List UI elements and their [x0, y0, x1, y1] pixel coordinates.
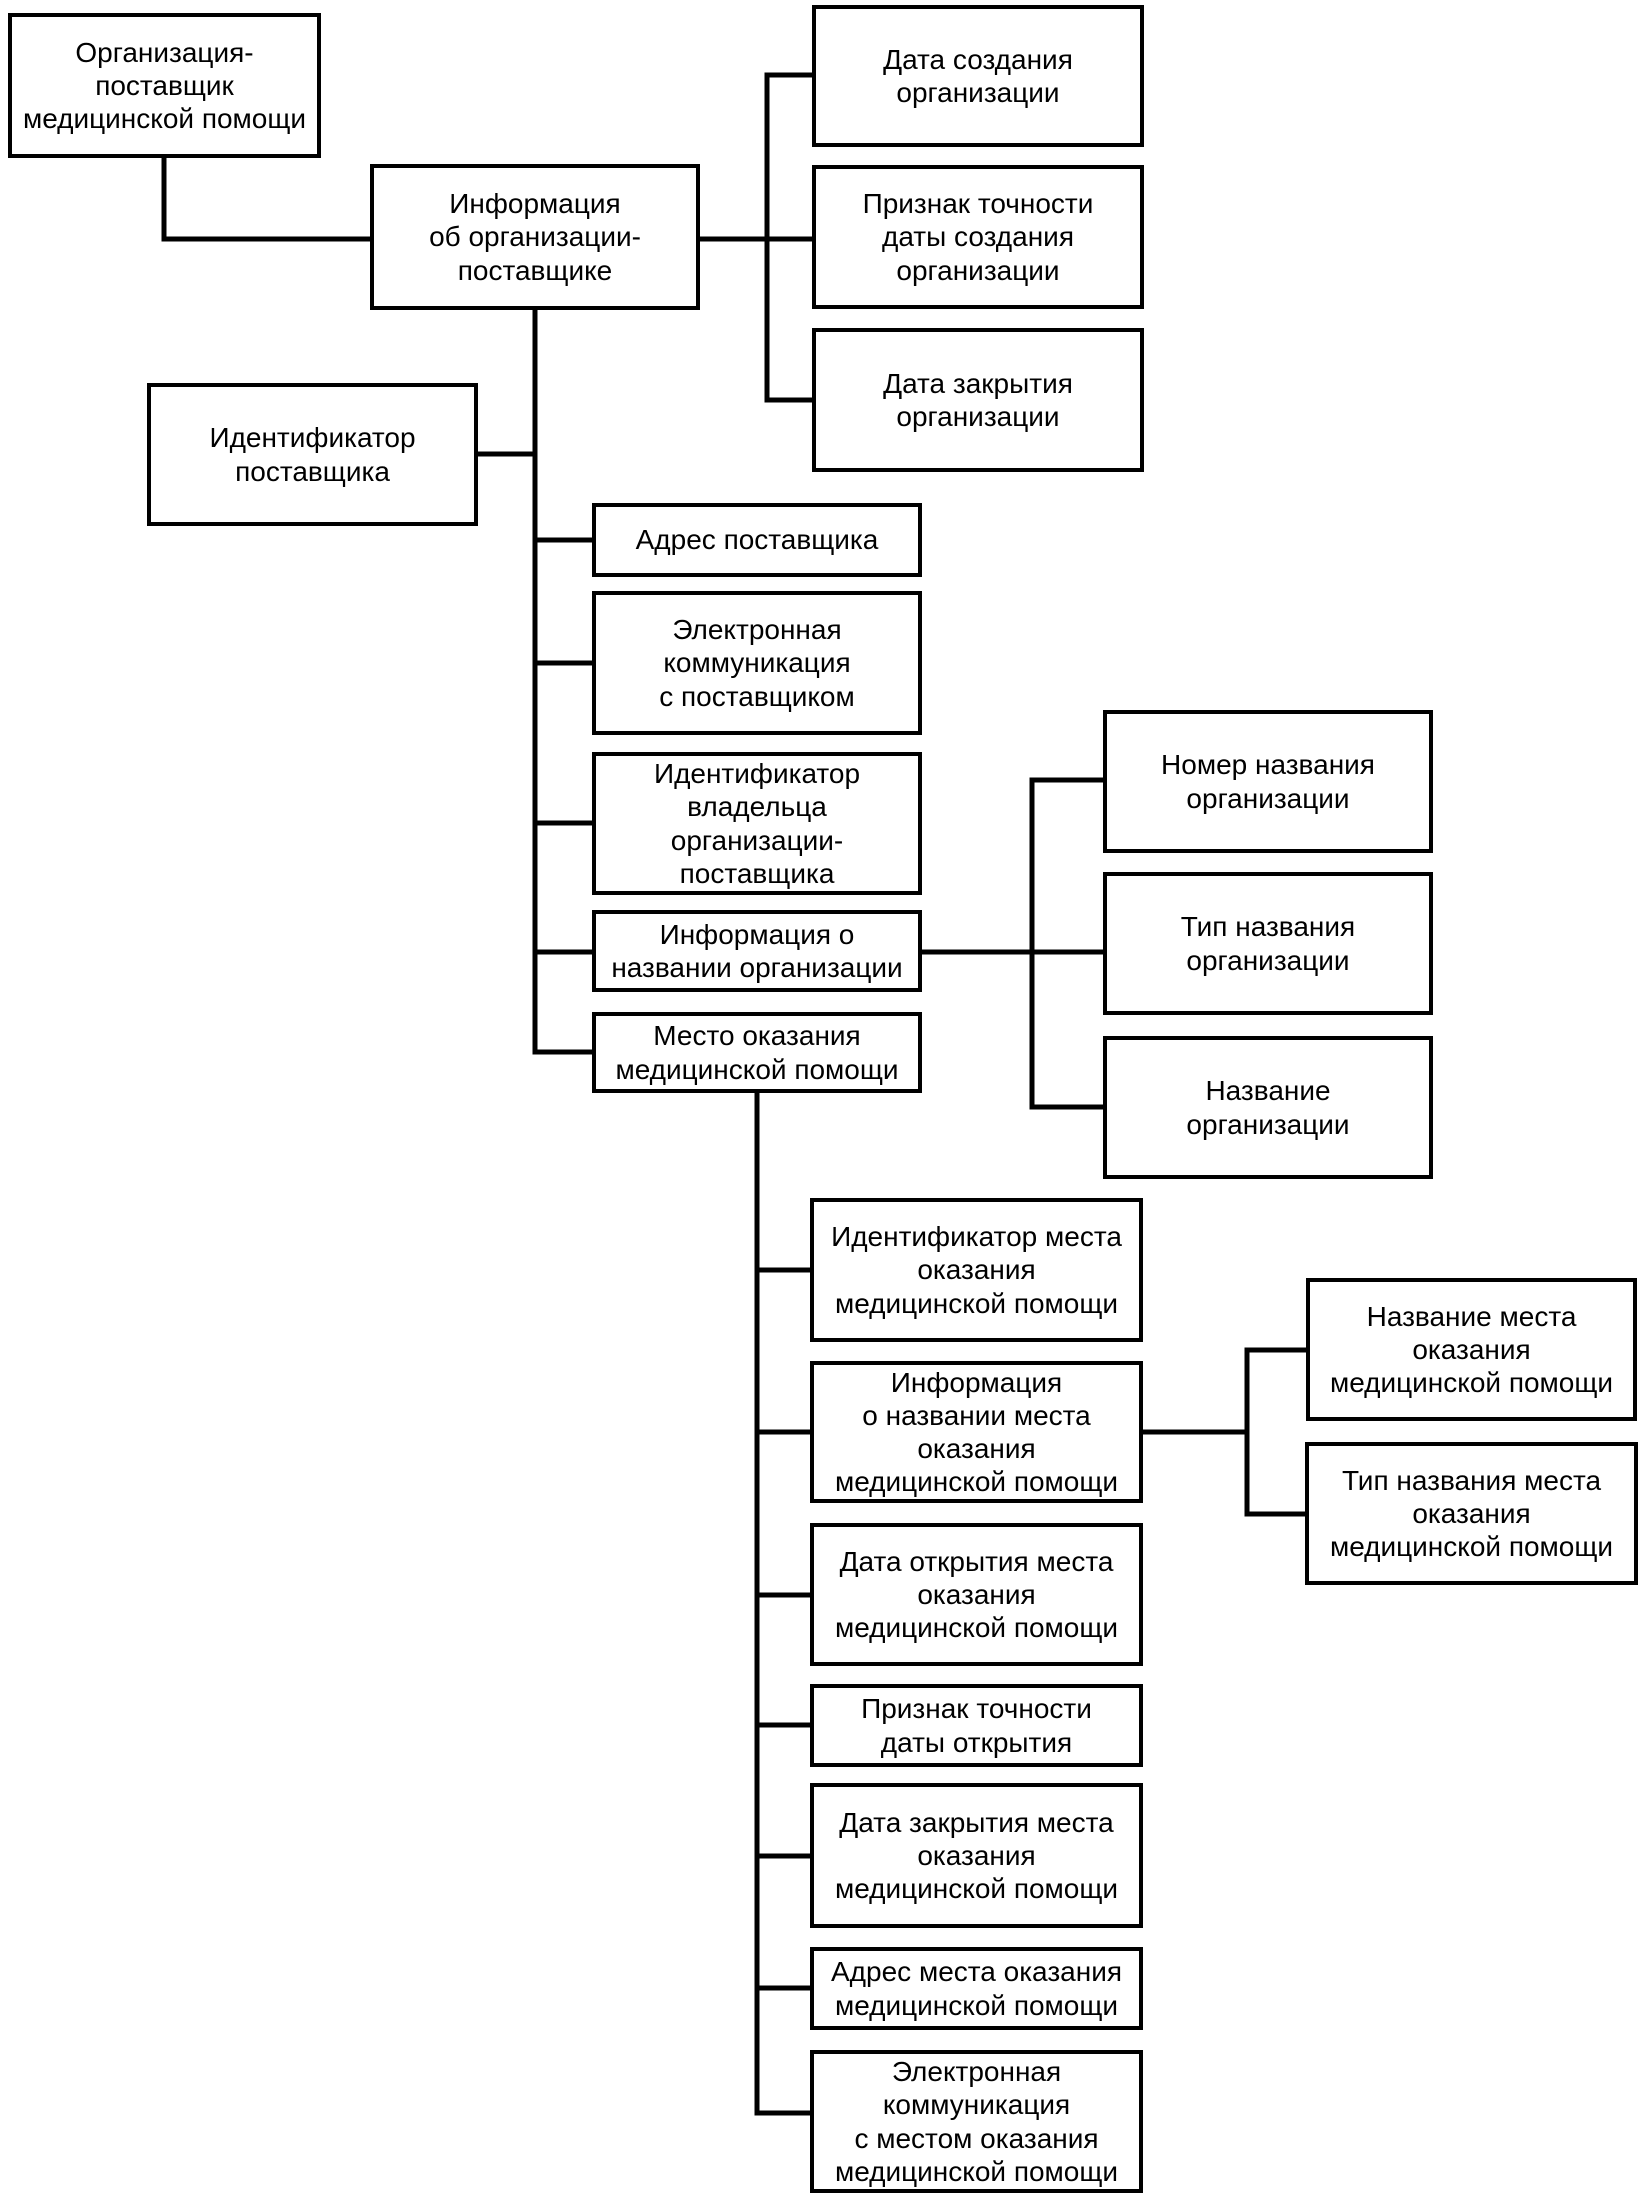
node-place-name-type: Тип названия места оказания медицинской … — [1305, 1442, 1638, 1585]
node-open-accuracy: Признак точности даты открытия — [810, 1684, 1143, 1767]
node-date-created: Дата создания организации — [812, 5, 1144, 147]
node-date-closed: Дата закрытия организации — [812, 328, 1144, 472]
node-name-type: Тип названия организации — [1103, 872, 1433, 1015]
node-org-supplier: Организация- поставщик медицинской помощ… — [8, 13, 321, 158]
node-org-name: Название организации — [1103, 1036, 1433, 1179]
node-owner-id: Идентификатор владельца организации- пос… — [592, 752, 922, 895]
edge-care-place-spine — [754, 1091, 812, 2116]
node-care-place: Место оказания медицинской помощи — [592, 1012, 922, 1093]
node-place-open-date: Дата открытия места оказания медицинской… — [810, 1523, 1143, 1666]
node-date-accuracy: Признак точности даты создания организац… — [812, 165, 1144, 309]
edge-supplier-to-info — [161, 156, 372, 242]
node-org-name-info: Информация о названии организации — [592, 910, 922, 992]
node-supplier-ecomm: Электронная коммуникация с поставщиком — [592, 591, 922, 735]
node-place-ecomm: Электронная коммуникация с местом оказан… — [810, 2050, 1143, 2193]
node-org-info: Информация об организации- поставщике — [370, 164, 700, 310]
node-supplier-address: Адрес поставщика — [592, 503, 922, 577]
node-place-name: Название места оказания медицинской помо… — [1306, 1278, 1637, 1421]
edge-date-trunk — [764, 72, 814, 403]
node-place-address: Адрес места оказания медицинской помощи — [810, 1947, 1143, 2030]
node-place-id: Идентификатор места оказания медицинской… — [810, 1198, 1143, 1342]
node-place-name-info: Информация о названии места оказания мед… — [810, 1361, 1143, 1503]
node-supplier-id: Идентификатор поставщика — [147, 383, 478, 526]
node-place-close-date: Дата закрытия места оказания медицинской… — [810, 1783, 1143, 1928]
edge-info-spine — [532, 308, 594, 1055]
edge-name-trunk — [1029, 777, 1105, 1110]
node-name-number: Номер названия организации — [1103, 710, 1433, 853]
edge-place-name-trunk — [1244, 1347, 1308, 1517]
